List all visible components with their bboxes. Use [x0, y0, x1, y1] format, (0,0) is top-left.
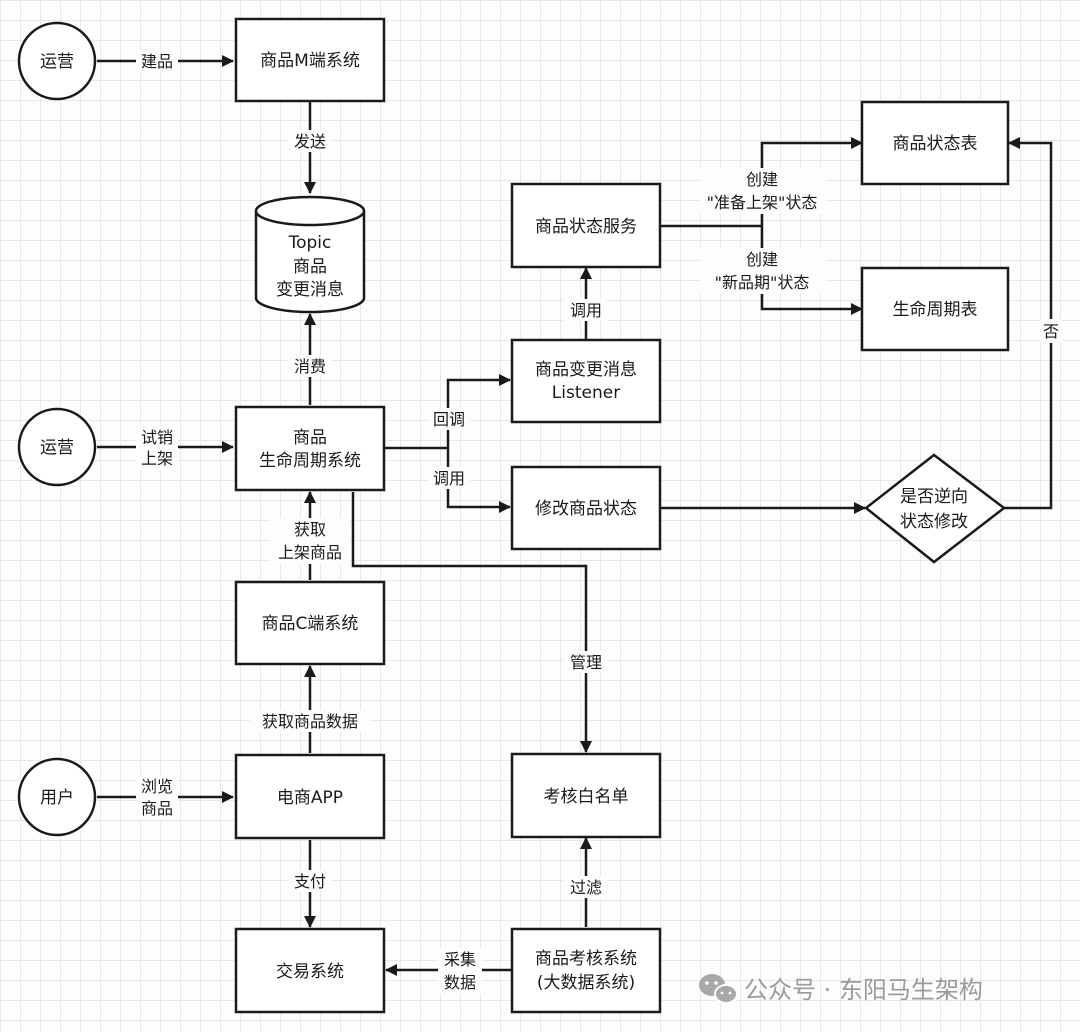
label-build: 建品	[141, 52, 173, 71]
node-c-system-label: 商品C端系统	[262, 614, 359, 634]
node-status-table[interactable]: 商品状态表	[860, 100, 1010, 186]
edges	[97, 55, 1053, 976]
node-ops-build[interactable]: 运营	[17, 21, 97, 101]
node-topic[interactable]: Topic 商品 变更消息	[254, 195, 366, 314]
node-app[interactable]: 电商APP	[234, 753, 386, 840]
watermark-text: 公众号 · 东阳马生架构	[744, 976, 983, 1004]
node-status-service-label: 商品状态服务	[535, 217, 637, 237]
label-create-life-line1: 创建	[746, 250, 778, 269]
label-collect-line2: 数据	[444, 973, 476, 992]
label-invoke-service: 调用	[570, 301, 602, 320]
node-lifecycle[interactable]: 商品 生命周期系统	[234, 405, 386, 492]
watermark: 公众号 · 东阳马生架构	[699, 974, 983, 1004]
node-app-label: 电商APP	[277, 788, 343, 808]
label-collect-line1: 采集	[444, 950, 476, 969]
nodes: 运营 运营 用户 商品M端系统 Topic 商品 变更消息 商品 生命周期系统	[17, 17, 1010, 1014]
label-create-life-line2: "新品期"状态	[715, 273, 810, 292]
label-no: 否	[1043, 322, 1059, 341]
label-get-data: 获取商品数据	[262, 712, 358, 731]
node-decision-line1: 是否逆向	[900, 487, 968, 507]
wechat-icon	[699, 974, 738, 1004]
node-m-system[interactable]: 商品M端系统	[234, 17, 386, 103]
node-decision-line2: 状态修改	[900, 512, 968, 532]
label-invoke-modify: 调用	[433, 469, 465, 488]
node-status-service[interactable]: 商品状态服务	[510, 182, 662, 269]
node-topic-line2: 商品	[293, 257, 327, 277]
node-audit[interactable]: 商品考核系统 (大数据系统)	[510, 927, 662, 1014]
node-decision[interactable]: 是否逆向 状态修改	[863, 453, 1007, 564]
label-manage: 管理	[570, 653, 602, 672]
node-whitelist[interactable]: 考核白名单	[510, 752, 662, 839]
label-browse-line1: 浏览	[141, 777, 173, 796]
label-create-status-line1: 创建	[746, 170, 778, 189]
node-status-table-label: 商品状态表	[893, 134, 978, 154]
node-m-system-label: 商品M端系统	[260, 51, 360, 71]
node-trade-label: 交易系统	[276, 962, 344, 982]
node-user[interactable]: 用户	[17, 757, 97, 837]
node-ops-trial[interactable]: 运营	[17, 407, 97, 487]
node-audit-line1: 商品考核系统	[535, 949, 637, 969]
label-trial-line2: 上架	[141, 449, 173, 468]
label-pay: 支付	[294, 872, 326, 891]
label-get-listed-line1: 获取	[294, 520, 326, 539]
node-listener-line1: 商品变更消息	[535, 360, 637, 380]
node-lifecycle-line2: 生命周期系统	[259, 451, 361, 471]
node-listener-line2: Listener	[552, 383, 620, 403]
node-life-table-label: 生命周期表	[893, 300, 978, 320]
node-ops-trial-label: 运营	[40, 438, 74, 458]
node-topic-line1: Topic	[288, 233, 332, 253]
node-whitelist-label: 考核白名单	[544, 787, 629, 807]
node-modify-label: 修改商品状态	[535, 499, 637, 519]
node-modify[interactable]: 修改商品状态	[510, 465, 662, 551]
node-topic-line3: 变更消息	[276, 280, 344, 300]
node-c-system[interactable]: 商品C端系统	[234, 580, 386, 666]
label-browse-line2: 商品	[141, 799, 173, 818]
node-listener[interactable]: 商品变更消息 Listener	[510, 338, 662, 424]
label-filter: 过滤	[570, 878, 602, 897]
label-trial-line1: 试销	[141, 428, 173, 447]
node-user-label: 用户	[40, 788, 74, 808]
edge-labels: 建品 发送 消费 试销 上架 获取 上架商品 获取商品数据 浏览 商品 支付 采…	[136, 50, 1062, 994]
label-get-listed-line2: 上架商品	[278, 543, 342, 562]
node-lifecycle-line1: 商品	[293, 428, 327, 448]
node-trade[interactable]: 交易系统	[234, 927, 386, 1014]
label-callback: 回调	[433, 410, 465, 429]
label-send: 发送	[294, 132, 326, 151]
node-ops-build-label: 运营	[40, 52, 74, 72]
label-create-status-line2: "准备上架"状态	[707, 193, 818, 212]
label-consume: 消费	[294, 357, 326, 376]
node-life-table[interactable]: 生命周期表	[860, 266, 1010, 352]
node-audit-line2: (大数据系统)	[537, 973, 635, 993]
